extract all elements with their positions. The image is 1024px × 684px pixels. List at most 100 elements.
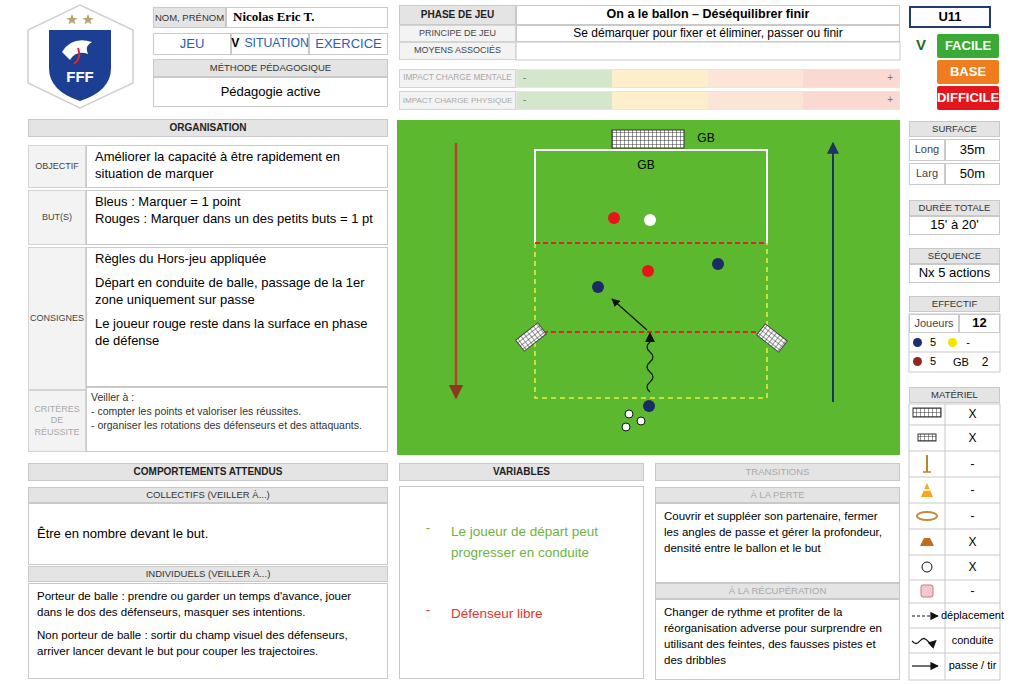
right-grid xyxy=(909,314,1000,680)
equipment-icons-part xyxy=(920,538,934,546)
header-cell: DURÉE TOTALE xyxy=(909,200,1000,216)
empty-cell xyxy=(516,42,900,60)
text-cell: JEU xyxy=(153,33,231,55)
cell-text: IMPACT CHARGE MENTALE xyxy=(403,73,512,83)
pitch-part xyxy=(535,242,767,244)
header-cell: IMPACT CHARGE PHYSIQUE xyxy=(399,91,516,110)
cell-text: Nicolas Eric T. xyxy=(233,9,315,25)
header-cell: PHASE DE JEU xyxy=(399,5,516,25)
cell-text: BUT(S) xyxy=(42,212,72,223)
cell-text: 12 xyxy=(972,315,986,331)
pitch-part xyxy=(625,410,633,418)
pitch-part xyxy=(592,281,604,293)
header-cell: MÉTHODE PÉDAGOGIQUE xyxy=(153,59,388,77)
equipment-icons-part xyxy=(921,483,933,497)
cell-text: U11 xyxy=(938,9,961,25)
legend-item: conduite xyxy=(945,634,1000,647)
cell-text: CRITÈRES DE RÉUSSITE xyxy=(31,404,83,438)
cell-text: On a le ballon – Déséquilibrer finir xyxy=(607,7,810,23)
legend-item: passe / tir xyxy=(945,659,1000,672)
header-cell: EFFECTIF xyxy=(909,296,1000,312)
header-cell: INDIVIDUELS (VEILLER À...) xyxy=(28,566,388,582)
text-cell: DIFFICILE xyxy=(937,86,999,110)
text-cell: Couvrir et suppléer son partenaire, ferm… xyxy=(655,503,900,583)
logo-part xyxy=(62,40,92,60)
text-cell: BASE xyxy=(937,60,999,84)
cell-text: + xyxy=(887,94,893,107)
cell-text: 15' à 20' xyxy=(930,217,978,233)
text-cell: Changer de rythme et profiter de la réor… xyxy=(655,599,900,680)
pitch-part xyxy=(612,299,647,330)
cell-text: Défenseur libre xyxy=(451,603,629,624)
line-sample xyxy=(912,639,936,644)
logo-part xyxy=(28,5,133,108)
right-grid-part xyxy=(909,404,1000,680)
text-cell: EXERCICE xyxy=(309,33,388,55)
logo-part xyxy=(83,14,94,25)
header-cell: SURFACE xyxy=(909,121,1000,137)
pitch-part xyxy=(644,214,656,226)
label-text: 2 xyxy=(972,355,998,369)
header-cell: COMPORTEMENTS ATTENDUS xyxy=(28,463,388,481)
right-grid-part xyxy=(909,352,1000,353)
cell-text: Être en nombre devant le but. xyxy=(37,526,208,543)
cell-text: - organiser les rotations des défenseurs… xyxy=(91,418,383,432)
pitch-part xyxy=(832,143,834,402)
cell-text: Départ en conduite de balle, passage de … xyxy=(95,275,379,309)
cell-text: Bleus : Marquer = 1 point xyxy=(95,194,379,211)
cell-text: Règles du Hors-jeu appliquée xyxy=(95,251,379,268)
text-cell: Porteur de balle : prendre ou garder un … xyxy=(28,583,388,679)
cell-text: SÉQUENCE xyxy=(928,250,981,262)
legend-text: - xyxy=(961,336,975,349)
cell-text: PRINCIPE DE JEU xyxy=(419,28,496,39)
cell-text: Larg xyxy=(916,167,938,181)
pitch-part xyxy=(608,212,620,224)
cell-text: PHASE DE JEU xyxy=(421,9,494,22)
cell-text: Joueurs xyxy=(914,317,953,331)
equipment-icons-part xyxy=(913,408,941,417)
cell-text: NOM, PRÉNOM xyxy=(155,12,224,24)
equipment-icons-part xyxy=(921,585,933,597)
header-cell: PRINCIPE DE JEU xyxy=(399,25,516,42)
equipment-icons-part xyxy=(926,455,928,472)
cell-text: Non porteur de balle : sortir du champ v… xyxy=(37,627,379,659)
legend-item: 5 xyxy=(913,336,949,349)
legend-text: déplacement xyxy=(941,609,1004,622)
pitch-part xyxy=(637,417,645,425)
pitch-part xyxy=(645,332,655,342)
equipment-icons-part xyxy=(924,489,930,491)
cell-text: EFFECTIF xyxy=(932,298,977,310)
label-text: - xyxy=(945,483,1000,497)
cell-text: Changer de rythme et profiter de la réor… xyxy=(664,604,891,668)
cell-text: INDIVIDUELS (VEILLER À...) xyxy=(146,568,271,580)
cell-text: V xyxy=(231,36,239,51)
pitch-part xyxy=(757,324,788,352)
cell-text: CONSIGNES xyxy=(30,313,84,324)
legend-item: déplacement xyxy=(945,609,1000,622)
label-text: GB xyxy=(634,158,658,172)
cell-text: VARIABLES xyxy=(493,466,550,479)
cell-text: OBJECTIF xyxy=(35,161,79,172)
color-swatch xyxy=(948,338,957,347)
text-cell: Nx 5 actions xyxy=(909,264,1000,283)
text-cell: V SITUATION xyxy=(231,33,309,55)
cell-text: - compter les points et valoriser les ré… xyxy=(91,404,383,418)
cell-text: MATÉRIEL xyxy=(931,389,978,401)
cell-text: SITUATION xyxy=(244,36,308,51)
pitch-part xyxy=(535,243,767,398)
cell-text: TRANSITIONS xyxy=(746,466,810,478)
label-text: X xyxy=(945,535,1000,549)
pitch-part-part xyxy=(516,323,547,351)
pitch-part xyxy=(455,143,458,398)
label-text: X xyxy=(945,431,1000,445)
cell-text: Le joueur de départ peut progresser en c… xyxy=(451,521,629,563)
label-text: V xyxy=(912,38,930,52)
logo-part xyxy=(67,14,78,25)
header-cell: OBJECTIF xyxy=(28,145,86,188)
pitch-part xyxy=(397,120,900,455)
right-grid-part xyxy=(945,404,946,680)
pitch-part-part xyxy=(757,324,788,352)
cell-text: SURFACE xyxy=(932,123,977,135)
header-cell: CONSIGNES xyxy=(28,247,86,390)
pitch-part xyxy=(643,400,655,412)
